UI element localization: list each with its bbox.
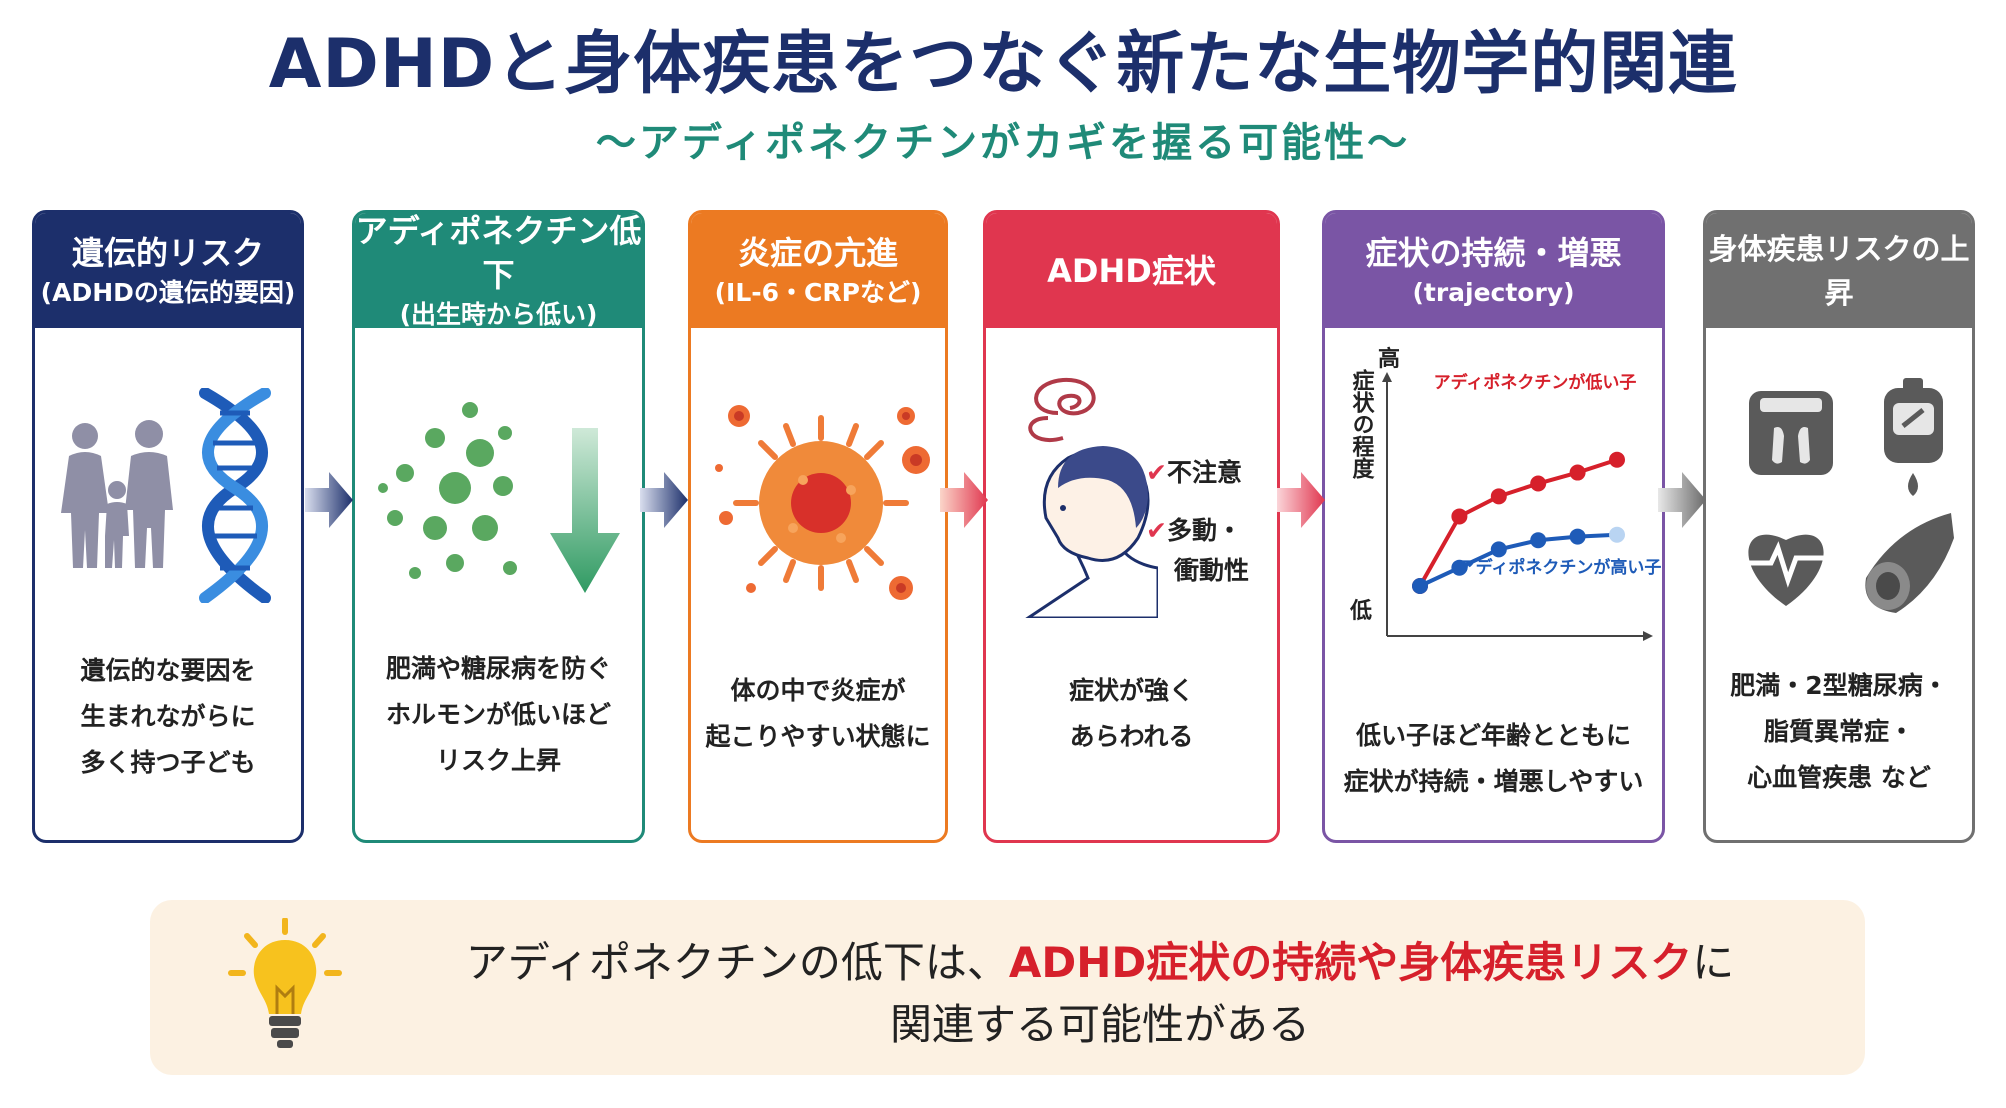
y-low-label: 低	[1349, 599, 1372, 624]
conclusion-banner: アディポネクチンの低下は、ADHD症状の持続や身体疾患リスクに 関連する可能性が…	[150, 900, 1865, 1075]
series-point	[1451, 508, 1468, 525]
card-subtitle: (IL-6・CRPなど)	[714, 277, 922, 307]
series-point	[1569, 528, 1586, 545]
conclusion-prefix: アディポネクチンの低下は、	[465, 938, 1009, 987]
check-label: 衝動性	[1174, 556, 1250, 585]
check-item: ✔多動・	[1146, 511, 1276, 551]
card-subtitle: (ADHDの遺伝的要因)	[40, 277, 296, 307]
series-label-high: アディポネクチンが高い子	[1459, 557, 1662, 578]
card-text-line: 起こりやすい状態に	[705, 722, 931, 751]
check-label: 不注意	[1166, 458, 1242, 487]
step-card-trajectory: 症状の持続・増悪 (trajectory) 高 低 症状の程度 年齢 6歳 9歳…	[1322, 210, 1665, 843]
line-chart-icon: 高 低 症状の程度 年齢 6歳 9歳 アディポネクチンが低い子 アディポネクチン…	[1349, 346, 1662, 641]
series-point	[1451, 559, 1468, 576]
card-title: ADHD症状	[1047, 251, 1216, 290]
card-header: 身体疾患リスクの上昇	[1706, 213, 1972, 328]
conclusion-highlight: ADHD症状の持続や身体疾患リスク	[1008, 938, 1693, 987]
y-high-label: 高	[1378, 346, 1400, 372]
series-point	[1609, 526, 1625, 543]
card-title: 症状の持続・増悪	[1365, 233, 1622, 272]
down-arrow-icon	[550, 428, 620, 593]
card-title: 身体疾患リスクの上昇	[1708, 231, 1970, 310]
series-label-low: アディポネクチンが低い子	[1434, 372, 1637, 393]
family-icon	[61, 420, 173, 568]
card-subtitle: (出生時から低い)	[399, 299, 598, 329]
card-text-line: 生まれながらに	[80, 702, 256, 731]
confused-child-icon	[1025, 377, 1158, 618]
card-title: 炎症の亢進	[737, 233, 898, 272]
y-axis-title: 症状の程度	[1349, 368, 1375, 480]
check-item: ✔不注意	[1146, 453, 1276, 493]
particles-icon	[378, 402, 517, 579]
flow-arrow-icon	[305, 472, 353, 528]
card-text-line: 症状が持続・増悪しやすい	[1343, 767, 1644, 796]
step-card-adhd-symptoms: ADHD症状 ✔不注意 ✔多動・ 衝動性 症状が強く あらわれる	[983, 210, 1280, 843]
card-header: 炎症の亢進 (IL-6・CRPなど)	[691, 213, 945, 328]
dna-icon	[199, 388, 271, 603]
symptom-check-list: ✔不注意 ✔多動・ 衝動性	[1146, 453, 1276, 591]
card-text-line: ホルモンが低いほど	[385, 700, 611, 729]
card-text-line: 症状が強く	[1068, 676, 1194, 705]
series-point	[1412, 578, 1428, 594]
series-point	[1609, 451, 1625, 468]
card-text-line: 肥満・2型糖尿病・	[1730, 671, 1948, 700]
series-point	[1569, 464, 1586, 481]
card-text-line: リスク上昇	[435, 746, 561, 775]
series-point	[1490, 488, 1507, 505]
series-point	[1530, 475, 1547, 492]
card-header: アディポネクチン低下 (出生時から低い)	[355, 211, 642, 329]
card-text-line: 低い子ほど年齢とともに	[1355, 721, 1631, 750]
card-title: アディポネクチン低下	[355, 211, 642, 294]
card-header: 症状の持続・増悪 (trajectory)	[1325, 213, 1662, 328]
checkmark-icon: ✔	[1146, 516, 1167, 545]
card-text-line: 脂質異常症・	[1763, 717, 1914, 746]
card-header: ADHD症状	[986, 213, 1277, 328]
step-card-physical-disease-risk: 身体疾患リスクの上昇 肥満・2型糖尿病・ 脂質異常症・ 心血管疾患	[1703, 210, 1975, 843]
card-text-line: 体の中で炎症が	[730, 676, 906, 705]
card-title: 遺伝的リスク	[71, 233, 264, 272]
step-card-genetic-risk: 遺伝的リスク (ADHDの遺伝的要因)	[32, 210, 304, 843]
conclusion-line2: 関連する可能性がある	[889, 1000, 1310, 1049]
series-point	[1490, 541, 1507, 558]
card-header: 遺伝的リスク (ADHDの遺伝的要因)	[35, 213, 301, 328]
flow-arrow-icon	[640, 472, 688, 528]
card-subtitle: (trajectory)	[1412, 277, 1575, 307]
lightbulb-icon	[228, 918, 342, 1048]
artery-icon	[1865, 513, 1954, 613]
card-text-line: 心血管疾患 など	[1747, 763, 1931, 792]
flow-arrow-icon	[1277, 472, 1325, 528]
scale-icon	[1749, 391, 1833, 475]
card-text-line: 肥満や糖尿病を防ぐ	[385, 654, 611, 683]
step-card-adiponectin-decrease: アディポネクチン低下 (出生時から低い) 肥満や糖尿病を防ぐ ホルモンが低いほど…	[352, 210, 645, 843]
checkmark-icon: ✔	[1146, 458, 1167, 487]
card-text-line: あらわれる	[1069, 722, 1194, 751]
inflammation-cell-icon	[715, 405, 930, 600]
glucose-meter-icon	[1884, 378, 1943, 496]
flow-arrow-icon	[940, 472, 988, 528]
step-card-inflammation: 炎症の亢進 (IL-6・CRPなど) 体の中で炎症が	[688, 210, 948, 843]
series-point	[1530, 532, 1547, 549]
conclusion-text: アディポネクチンの低下は、ADHD症状の持続や身体疾患リスクに 関連する可能性が…	[390, 932, 1810, 1056]
page-subtitle: 〜アディポネクチンがカギを握る可能性〜	[595, 120, 1411, 166]
conclusion-suffix: に	[1692, 938, 1735, 987]
card-text-line: 遺伝的な要因を	[80, 656, 256, 685]
check-item: 衝動性	[1146, 551, 1276, 591]
check-label: 多動・	[1166, 516, 1242, 545]
page-title: ADHDと身体疾患をつなぐ新たな生物学的関連	[268, 25, 1738, 104]
flow-arrow-icon	[1658, 472, 1706, 528]
heart-icon	[1746, 534, 1826, 606]
card-text-line: 多く持つ子ども	[80, 748, 256, 777]
